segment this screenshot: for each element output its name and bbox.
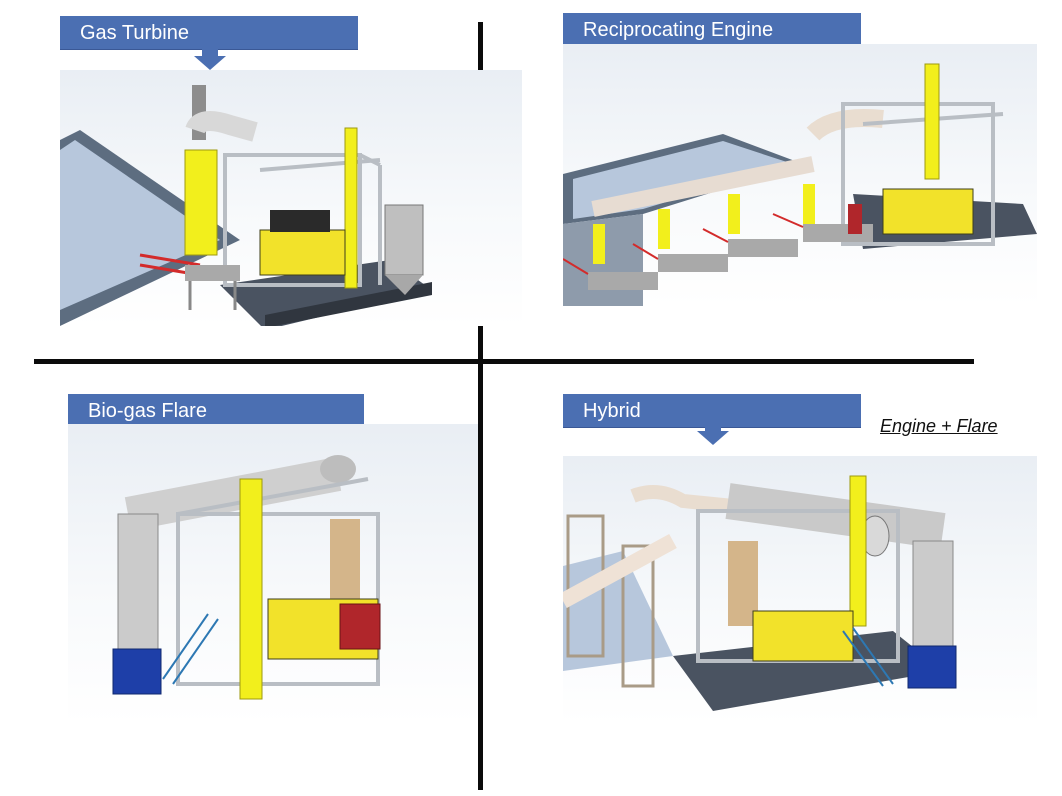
hybrid-note: Engine + Flare (880, 416, 998, 436)
reciprocating-engine-label: Reciprocating Engine (563, 13, 861, 47)
hybrid-render (563, 456, 1037, 724)
reciprocating-engine-render (563, 44, 1037, 306)
hybrid-arrow-icon (697, 421, 729, 445)
horizontal-divider (34, 359, 974, 364)
gas-turbine-label: Gas Turbine (60, 16, 358, 50)
bio-gas-flare-render (68, 424, 478, 724)
gas-turbine-arrow-icon (194, 46, 226, 70)
gas-turbine-render (60, 70, 522, 326)
vertical-divider (478, 22, 483, 790)
